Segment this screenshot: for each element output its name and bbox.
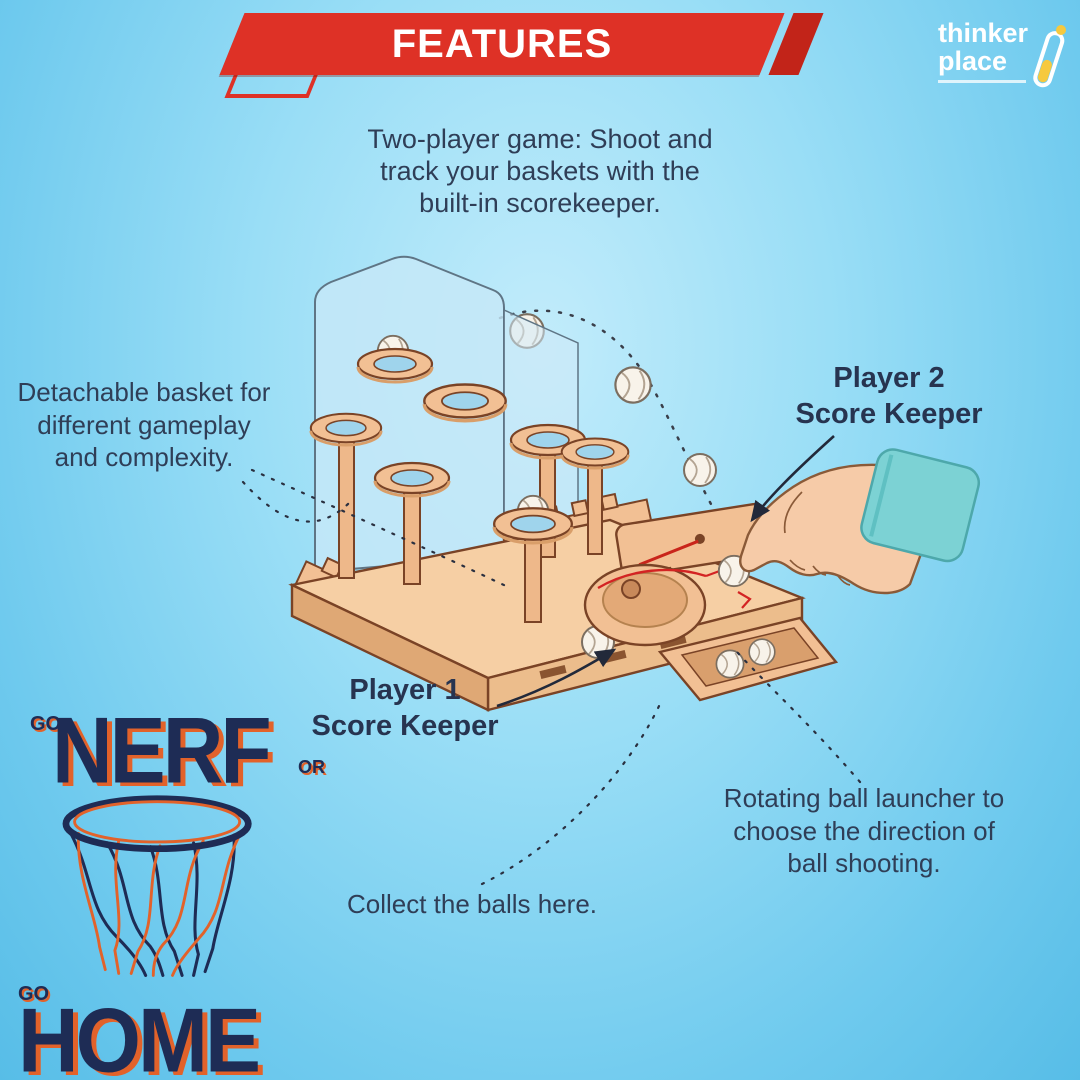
slogan-go-top: GO [30,713,62,735]
brand-logo: thinker place [938,18,1070,88]
basketball-net-icon [62,795,252,977]
ball-trajectory [498,309,738,550]
intro-text: Two-player game: Shoot and track your ba… [367,124,713,218]
callout-collect-balls: Collect the balls here. [346,889,598,919]
callout-player1-score-keeper: Player 1 Score Keeper [311,674,499,743]
ball-tray [657,616,839,702]
brand-name-line1: thinker [938,18,1029,48]
test-tube-icon [1033,25,1066,88]
callout-connectors [241,435,862,886]
callout-player2-score-keeper: Player 2 Score Keeper [795,362,983,431]
hoops [309,334,630,659]
slogan-or: OR [298,757,325,777]
hand [739,448,981,595]
slogan-home: HOME [18,989,261,1080]
brand-name-line2: place [938,45,1008,76]
sleeve [860,448,981,563]
launcher [583,502,771,647]
brand-tagline-bar [938,80,1026,84]
slogan-nerf: NERF [52,697,272,803]
callout-detachable-basket: Detachable basket for different gameplay… [17,377,271,472]
banner-title: FEATURES [391,21,613,66]
slogan-go-bottom: GO [18,983,50,1005]
callout-rotating-launcher: Rotating ball launcher to choose the dir… [723,783,1005,878]
slogan-block: GO NERF OR GO HOME [0,695,335,1080]
